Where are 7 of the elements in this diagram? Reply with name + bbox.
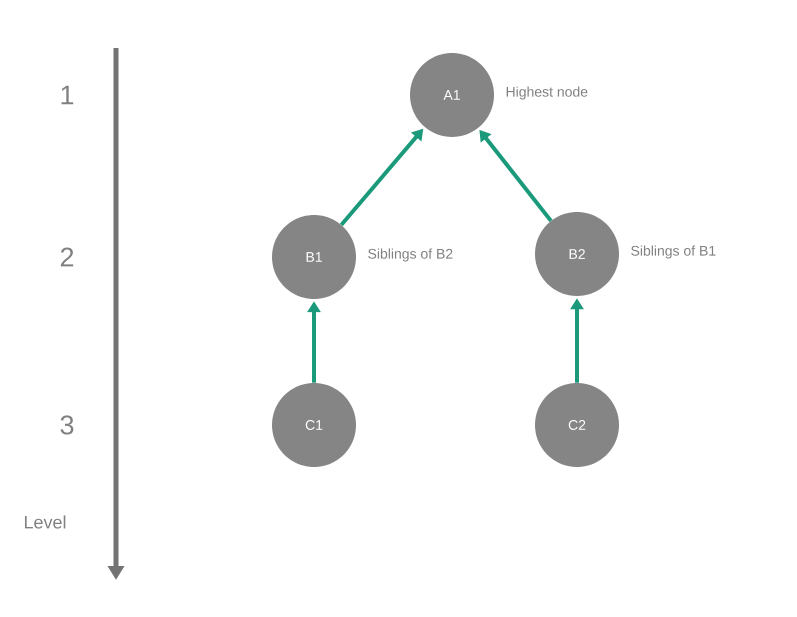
axis-label: Level — [24, 515, 66, 529]
node-caption: Siblings of B1 — [631, 245, 716, 258]
node-caption: Highest node — [506, 86, 588, 100]
node-caption: Siblings of B2 — [368, 248, 452, 262]
level-number: 1 — [62, 86, 74, 104]
level-number: 3 — [60, 415, 74, 435]
level-number: 2 — [60, 248, 74, 266]
